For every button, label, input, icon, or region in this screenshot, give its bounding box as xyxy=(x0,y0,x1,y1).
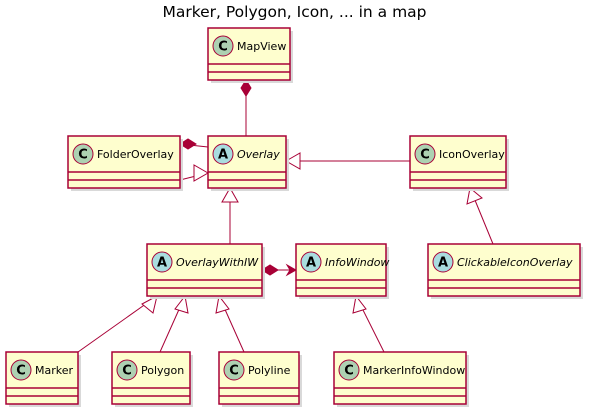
relation-mapview-overlay xyxy=(240,79,252,136)
stereotype-circle-icon xyxy=(10,359,32,381)
stereotype-circle-icon xyxy=(338,359,360,381)
inheritance-arrowhead xyxy=(352,294,367,314)
inheritance-arrowhead xyxy=(221,186,239,203)
class-overlaywithiw: A OverlayWithIW xyxy=(146,243,265,299)
class-name: FolderOverlay xyxy=(97,148,174,161)
inheritance-arrowhead xyxy=(215,294,230,314)
stereotype-circle-icon xyxy=(300,251,322,273)
stereotype-letter: A xyxy=(306,256,316,271)
stereotype-letter: C xyxy=(78,148,88,163)
stereotype-circle-icon xyxy=(212,143,234,165)
relation-folderoverlay-overlay xyxy=(179,138,209,150)
diagram-title: Marker, Polygon, Icon, ... in a map xyxy=(162,3,427,21)
stereotype-circle-icon xyxy=(223,359,245,381)
inheritance-arrowhead xyxy=(193,164,210,182)
relation-polyline-overlaywithiw xyxy=(215,294,245,353)
class-name: Polyline xyxy=(248,364,291,377)
class-marker: C Marker xyxy=(5,351,81,407)
class-clickableiconoverlay: A ClickableIconOverlay xyxy=(427,243,583,299)
class-overlay: A Overlay xyxy=(207,135,289,191)
class-name: ClickableIconOverlay xyxy=(457,256,573,269)
class-mapview: C MapView xyxy=(207,27,293,83)
relation-overlaywithiw-overlay xyxy=(221,186,239,244)
class-name: Marker xyxy=(35,364,73,377)
class-iconoverlay: C IconOverlay xyxy=(409,135,509,191)
stereotype-letter: C xyxy=(122,364,132,379)
inheritance-arrowhead xyxy=(466,187,483,205)
class-infowindow: A InfoWindow xyxy=(295,243,389,299)
stereotype-letter: C xyxy=(218,40,228,55)
relation-folderoverlay-overlay xyxy=(179,164,210,182)
stereotype-circle-icon xyxy=(151,251,173,273)
class-polyline: C Polyline xyxy=(218,351,302,407)
composition-diamond xyxy=(240,79,252,97)
stereotype-circle-icon xyxy=(212,35,234,57)
relation-marker-overlaywithiw xyxy=(77,295,158,353)
relation-clickableiconoverlay-iconoverlay xyxy=(466,187,494,245)
stereotype-letter: A xyxy=(218,148,228,163)
stereotype-circle-icon xyxy=(72,143,94,165)
class-name: InfoWindow xyxy=(325,256,389,269)
inheritance-arrowhead xyxy=(174,294,189,314)
composition-diamond xyxy=(179,138,197,150)
navigation-arrowhead xyxy=(285,263,298,277)
relation-polygon-overlaywithiw xyxy=(159,294,189,353)
relation-overlaywithiw-infowindow xyxy=(261,263,298,277)
stereotype-letter: C xyxy=(420,148,430,163)
inheritance-arrowhead xyxy=(284,152,301,170)
stereotype-circle-icon xyxy=(414,143,436,165)
class-name: Overlay xyxy=(237,148,280,161)
stereotype-letter: C xyxy=(229,364,239,379)
relation-markerinfowindow-infowindow xyxy=(352,294,385,353)
relation-iconoverlay-overlay xyxy=(284,152,410,170)
class-name: MapView xyxy=(237,40,286,53)
stereotype-letter: C xyxy=(344,364,354,379)
class-name: Polygon xyxy=(141,364,184,377)
stereotype-circle-icon xyxy=(116,359,138,381)
class-name: MarkerInfoWindow xyxy=(363,364,465,377)
stereotype-letter: A xyxy=(157,256,167,271)
composition-diamond xyxy=(261,264,279,276)
class-folderoverlay: C FolderOverlay xyxy=(67,135,183,191)
inheritance-arrowhead xyxy=(141,295,158,314)
class-markerinfowindow: C MarkerInfoWindow xyxy=(333,351,469,407)
class-name: OverlayWithIW xyxy=(176,256,259,269)
stereotype-letter: C xyxy=(16,364,26,379)
class-name: IconOverlay xyxy=(439,148,505,161)
class-polygon: C Polygon xyxy=(111,351,193,407)
relations-layer xyxy=(77,79,494,353)
stereotype-letter: A xyxy=(438,256,448,271)
stereotype-circle-icon xyxy=(432,251,454,273)
